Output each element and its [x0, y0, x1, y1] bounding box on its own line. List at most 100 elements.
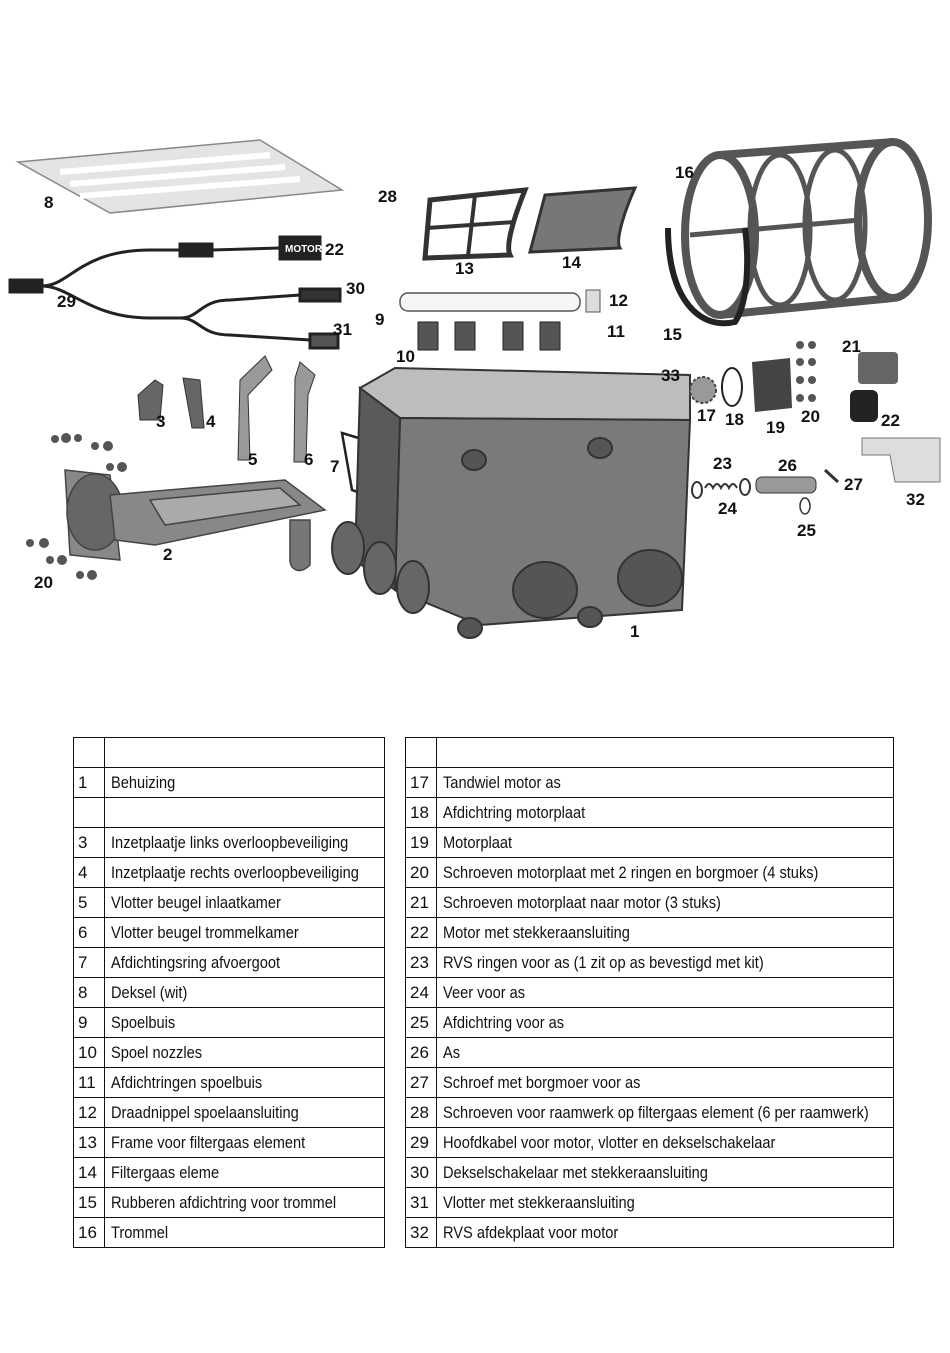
- callout-5: 5: [248, 450, 257, 469]
- callout-12: 12: [609, 291, 628, 310]
- part-number-cell: 1: [73, 767, 105, 798]
- part-description-text: Inzetplaatje links overloopbeveiliging: [111, 833, 349, 852]
- part-number-cell: 23: [405, 947, 437, 978]
- part-number-cell: [73, 797, 105, 828]
- part-description-text: Vlotter beugel trommelkamer: [111, 923, 299, 942]
- callout-11: 11: [607, 322, 625, 341]
- part-description-text: Rubberen afdichtring voor trommel: [111, 1193, 337, 1212]
- part-description-cell: Spoelbuis: [104, 1007, 385, 1038]
- callout-7: 7: [330, 457, 339, 476]
- part-number-cell: 20: [405, 857, 437, 888]
- part-number-cell: 29: [405, 1127, 437, 1158]
- part-description-cell: Veer voor as: [436, 977, 894, 1008]
- part-number-cell: 11: [73, 1067, 105, 1098]
- callout-21: 21: [842, 337, 861, 356]
- callout-33: 33: [661, 366, 680, 385]
- part-description-text: Motorplaat: [443, 833, 513, 852]
- part-description-cell: Rubberen afdichtring voor trommel: [104, 1187, 385, 1218]
- part-number-cell: 32: [405, 1217, 437, 1248]
- part-description-cell: Deksel (wit): [104, 977, 385, 1008]
- part-number-cell: 7: [73, 947, 105, 978]
- callout-20-motor: 20: [801, 407, 820, 426]
- part-description-cell: Schroeven motorplaat met 2 ringen en bor…: [436, 857, 894, 888]
- callout-19: 19: [766, 418, 785, 437]
- part-description-text: Hoofdkabel voor motor, vlotter en deksel…: [443, 1133, 776, 1152]
- part-shaft-illustration: [691, 468, 840, 515]
- callout-9: 9: [375, 310, 384, 329]
- part-description-text: Filtergaas eleme: [111, 1163, 220, 1182]
- part-description-text: Schroef met borgmoer voor as: [443, 1073, 641, 1092]
- part-description-cell: Vlotter beugel inlaatkamer: [104, 887, 385, 918]
- part-description-cell: Filtergaas eleme: [104, 1157, 385, 1188]
- part-description-text: Schroeven voor raamwerk op filtergaas el…: [443, 1103, 869, 1122]
- part-description-text: Draadnippel spoelaansluiting: [111, 1103, 299, 1122]
- table-row: 27 Schroef met borgmoer voor as: [405, 1067, 894, 1098]
- part-number-cell: 8: [73, 977, 105, 1008]
- part-number-cell: 19: [405, 827, 437, 858]
- part-number-cell: 27: [405, 1067, 437, 1098]
- part-description-cell: RVS afdekplaat voor motor: [436, 1217, 894, 1248]
- callout-20-chute: 20: [34, 573, 53, 592]
- callout-15: 15: [663, 325, 682, 344]
- part-number-cell: 26: [405, 1037, 437, 1068]
- header-cell: [436, 737, 894, 768]
- callout-8: 8: [44, 193, 53, 212]
- table-header-row: [405, 737, 894, 768]
- part-lid-illustration: [15, 139, 345, 214]
- callout-6: 6: [304, 450, 313, 469]
- part-number-cell: 18: [405, 797, 437, 828]
- part-description-cell: Dekselschakelaar met stekkeraansluiting: [436, 1157, 894, 1188]
- header-cell: [104, 737, 385, 768]
- part-description-text: Spoelbuis: [111, 1013, 176, 1032]
- part-number-cell: 21: [405, 887, 437, 918]
- callout-24: 24: [718, 499, 737, 518]
- part-description-cell: Motor met stekkeraansluiting: [436, 917, 894, 948]
- part-number-cell: 30: [405, 1157, 437, 1188]
- part-motor-illustration: [850, 352, 898, 422]
- part-description-cell: Trommel: [104, 1217, 385, 1248]
- part-description-text: Frame voor filtergaas element: [111, 1133, 306, 1152]
- part-description-text: Afdichtring motorplaat: [443, 803, 586, 822]
- table-row: 30 Dekselschakelaar met stekkeraansluitin…: [405, 1157, 894, 1188]
- part-number-cell: 15: [73, 1187, 105, 1218]
- part-description-cell: Frame voor filtergaas element: [104, 1127, 385, 1158]
- part-description-text: Tandwiel motor as: [443, 773, 561, 792]
- exploded-parts-diagram: 1 2 3 4 5 6 7 8 9 10 11 12 13 14 15 16 1…: [8, 138, 941, 641]
- part-number-cell: 31: [405, 1187, 437, 1218]
- part-description-text: Dekselschakelaar met stekkeraansluiting: [443, 1163, 708, 1182]
- part-brackets-illustration: [137, 355, 316, 463]
- part-number-cell: 28: [405, 1097, 437, 1128]
- part-screws-illustration: [26, 341, 816, 580]
- callout-27: 27: [844, 475, 863, 494]
- callout-32: 32: [906, 490, 925, 509]
- part-description-cell: Inzetplaatje rechts overloopbeveiliging: [104, 857, 385, 888]
- part-description-text: Trommel: [111, 1223, 169, 1242]
- part-drum-seal-illustration: [665, 227, 751, 327]
- callout-28: 28: [378, 187, 397, 206]
- table-row: 28 Schroeven voor raamwerk op filtergaas …: [405, 1097, 894, 1128]
- callout-3: 3: [156, 412, 165, 431]
- part-description-text: Motor met stekkeraansluiting: [443, 923, 630, 942]
- part-description-cell: [104, 797, 385, 828]
- callout-17: 17: [697, 406, 716, 425]
- part-number-cell: 6: [73, 917, 105, 948]
- table-header-row: [73, 737, 385, 768]
- part-description-text: Vlotter met stekkeraansluiting: [443, 1193, 635, 1212]
- table-row: 29 Hoofdkabel voor motor, vlotter en deks…: [405, 1127, 894, 1158]
- part-description-cell: Inzetplaatje links overloopbeveiliging: [104, 827, 385, 858]
- part-description-cell: Vlotter met stekkeraansluiting: [436, 1187, 894, 1218]
- part-description-text: Afdichtingsring afvoergoot: [111, 953, 281, 972]
- part-number-cell: 3: [73, 827, 105, 858]
- part-inlet-chute-illustration: [64, 469, 327, 572]
